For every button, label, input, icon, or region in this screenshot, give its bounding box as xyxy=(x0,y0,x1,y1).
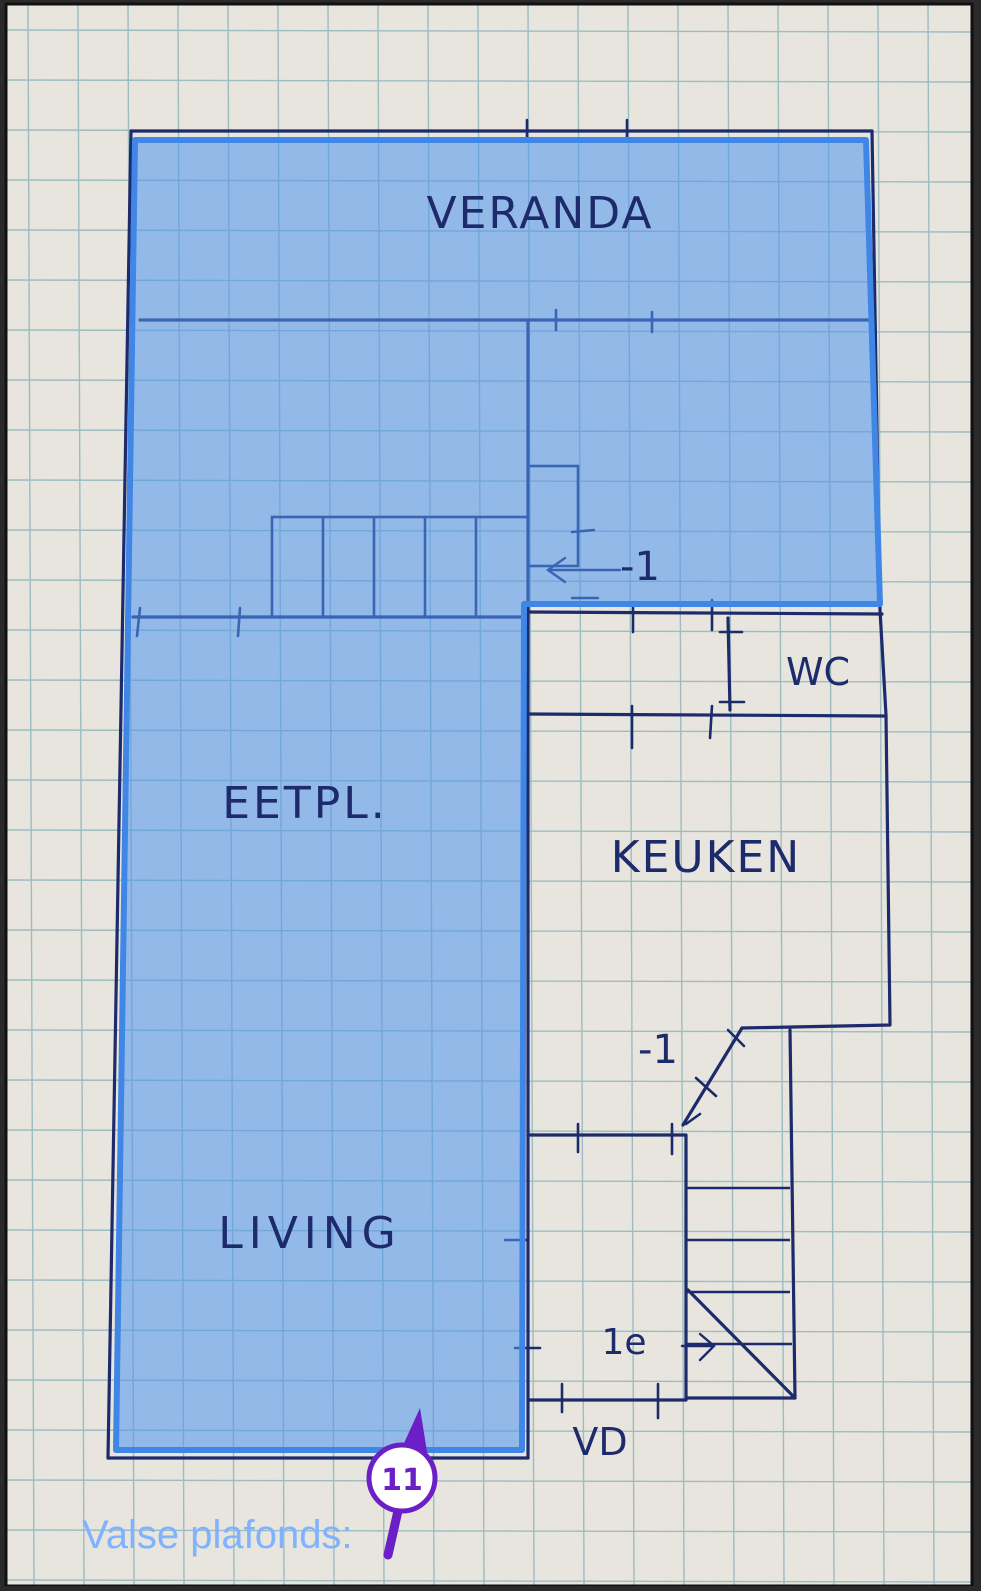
wall-wc-top xyxy=(526,610,884,616)
wall-stair-box xyxy=(526,1028,797,1400)
level-mark-stair: -1 xyxy=(638,1027,678,1073)
false-ceiling-highlight xyxy=(113,137,883,1453)
level-mark-upper: -1 xyxy=(620,544,660,590)
grid-line-horizontal xyxy=(5,1579,973,1583)
stair-treads-lower xyxy=(686,1186,792,1346)
grid-line-horizontal xyxy=(5,29,973,33)
wall-left xyxy=(106,129,133,1460)
grid-line-vertical xyxy=(877,3,885,1587)
label-living: LIVING xyxy=(218,1208,402,1259)
annotation-caption: Valse plafonds: xyxy=(82,1513,353,1557)
label-veranda: VERANDA xyxy=(427,188,654,239)
wall-wc-side xyxy=(726,616,732,712)
grid-line-vertical xyxy=(77,3,85,1587)
stair-arrow xyxy=(680,1332,716,1362)
label-voordeur: VD xyxy=(572,1420,627,1464)
wall-wc-bottom xyxy=(526,712,886,718)
marker-badge xyxy=(366,1442,438,1514)
marker-badge-number: 11 xyxy=(381,1463,423,1498)
door-swing xyxy=(681,1026,744,1127)
level-mark-first-floor: 1e xyxy=(601,1322,646,1363)
label-keuken: KEUKEN xyxy=(611,832,801,883)
grid-line-vertical xyxy=(27,3,35,1587)
room-labels: VERANDA EETPL. KEUKEN WC LIVING VD -1 -1… xyxy=(218,188,850,1464)
label-eetplaats: EETPL. xyxy=(222,778,388,829)
label-wc: WC xyxy=(786,650,850,694)
grid-line-horizontal xyxy=(5,1479,973,1483)
grid-line-horizontal xyxy=(5,1529,973,1533)
grid-line-horizontal xyxy=(5,79,973,83)
grid-line-vertical xyxy=(927,3,935,1587)
